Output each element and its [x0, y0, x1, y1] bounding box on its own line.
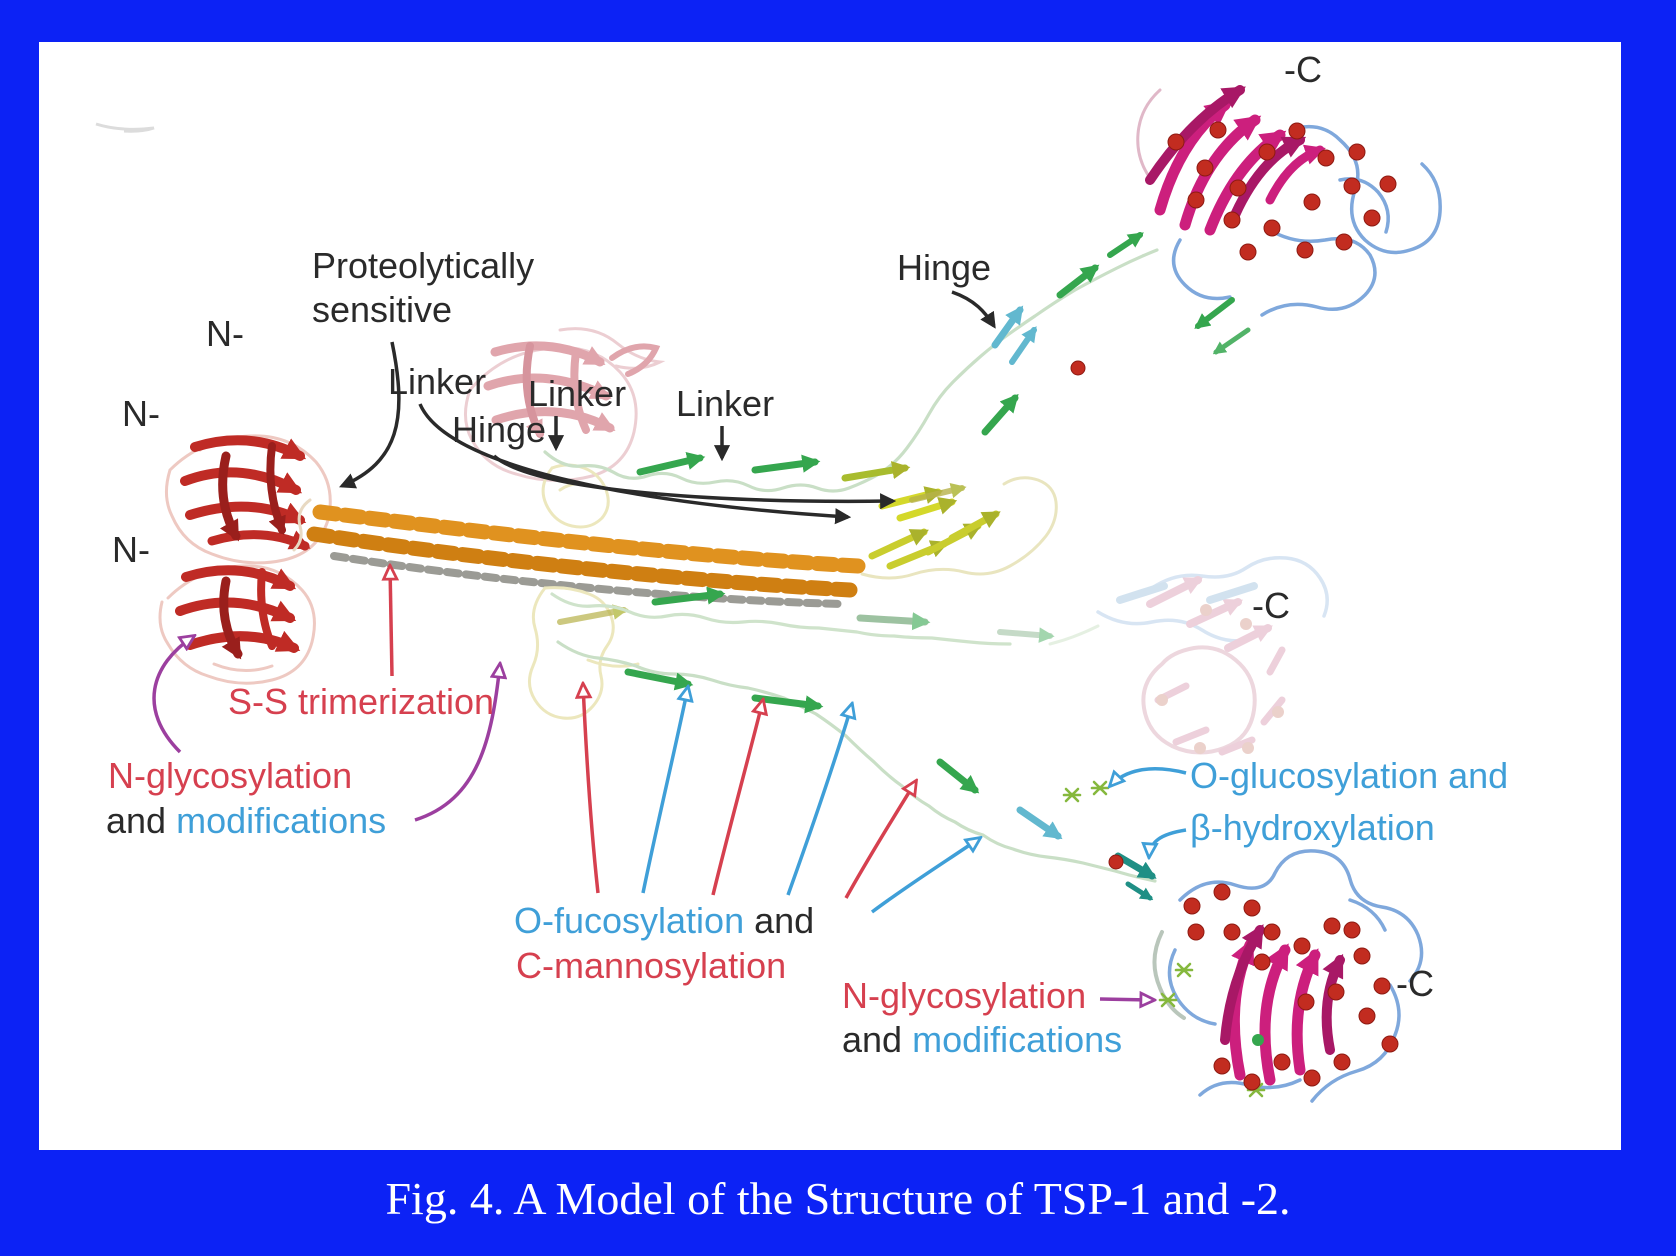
colored-annotation-arrows — [152, 566, 1187, 1000]
n-glycosylation-label-bottom: N-glycosylation — [842, 975, 1087, 1016]
n-terminus-label-1: N- — [206, 313, 244, 354]
o-fucosylation-text: O-fucosylation — [514, 900, 745, 941]
o-fucosylation-label: O-fucosylation and — [514, 899, 814, 943]
chain-top — [543, 232, 1159, 503]
c-terminus-label-middle: -C — [1252, 585, 1290, 626]
hinge-yellow-domain — [860, 476, 1058, 580]
modifications-label-bottom: and modifications — [842, 1018, 1122, 1062]
beta-hydroxylation-label: β-hydroxylation — [1190, 807, 1435, 848]
proteolytic-line1: Proteolytically — [312, 245, 535, 286]
n-glycosylation-label-left: N-glycosylation — [108, 755, 353, 796]
c-domain-middle-faded — [1096, 555, 1329, 756]
c-terminus-label-top: -C — [1284, 49, 1322, 90]
o-glucosylation-label: O-glucosylation and — [1190, 755, 1509, 796]
c-domain-bottom — [1152, 849, 1424, 1103]
n-domain-faded — [464, 327, 666, 483]
modifications-text-bottom: modifications — [912, 1019, 1123, 1060]
proteolytic-line2: sensitive — [312, 288, 453, 330]
and-text-left: and — [106, 800, 177, 841]
proteolytic-label: Proteolytically sensitive — [312, 244, 534, 332]
c-terminus-label-bottom: -C — [1396, 963, 1434, 1004]
linker-label-1: Linker — [388, 361, 487, 402]
hinge-label-mid: Hinge — [452, 409, 547, 450]
ss-trimerization-label: S-S trimerization — [228, 681, 495, 722]
c-domain-top — [1136, 85, 1442, 355]
figure-caption: Fig. 4. A Model of the Structure of TSP-… — [385, 1173, 1291, 1224]
hinge-label-top: Hinge — [897, 247, 992, 288]
coiled-coil — [292, 498, 866, 608]
modifications-text-left: modifications — [176, 800, 387, 841]
scan-artifact — [95, 122, 155, 133]
and-text-bottom: and — [842, 1019, 913, 1060]
linker-label-2: Linker — [528, 373, 627, 414]
n-terminus-label-2: N- — [122, 393, 160, 434]
molecule-group — [158, 85, 1442, 1103]
chain-middle — [550, 586, 1100, 646]
modifications-label-left: and modifications — [106, 799, 386, 843]
n-domain-red-1 — [165, 434, 332, 565]
linker-label-3: Linker — [676, 383, 775, 424]
n-terminus-label-3: N- — [112, 529, 150, 570]
black-annotation-arrows — [339, 290, 996, 525]
o-fucosylation-and-text: and — [744, 900, 815, 941]
c-mannosylation-label: C-mannosylation — [516, 945, 787, 986]
